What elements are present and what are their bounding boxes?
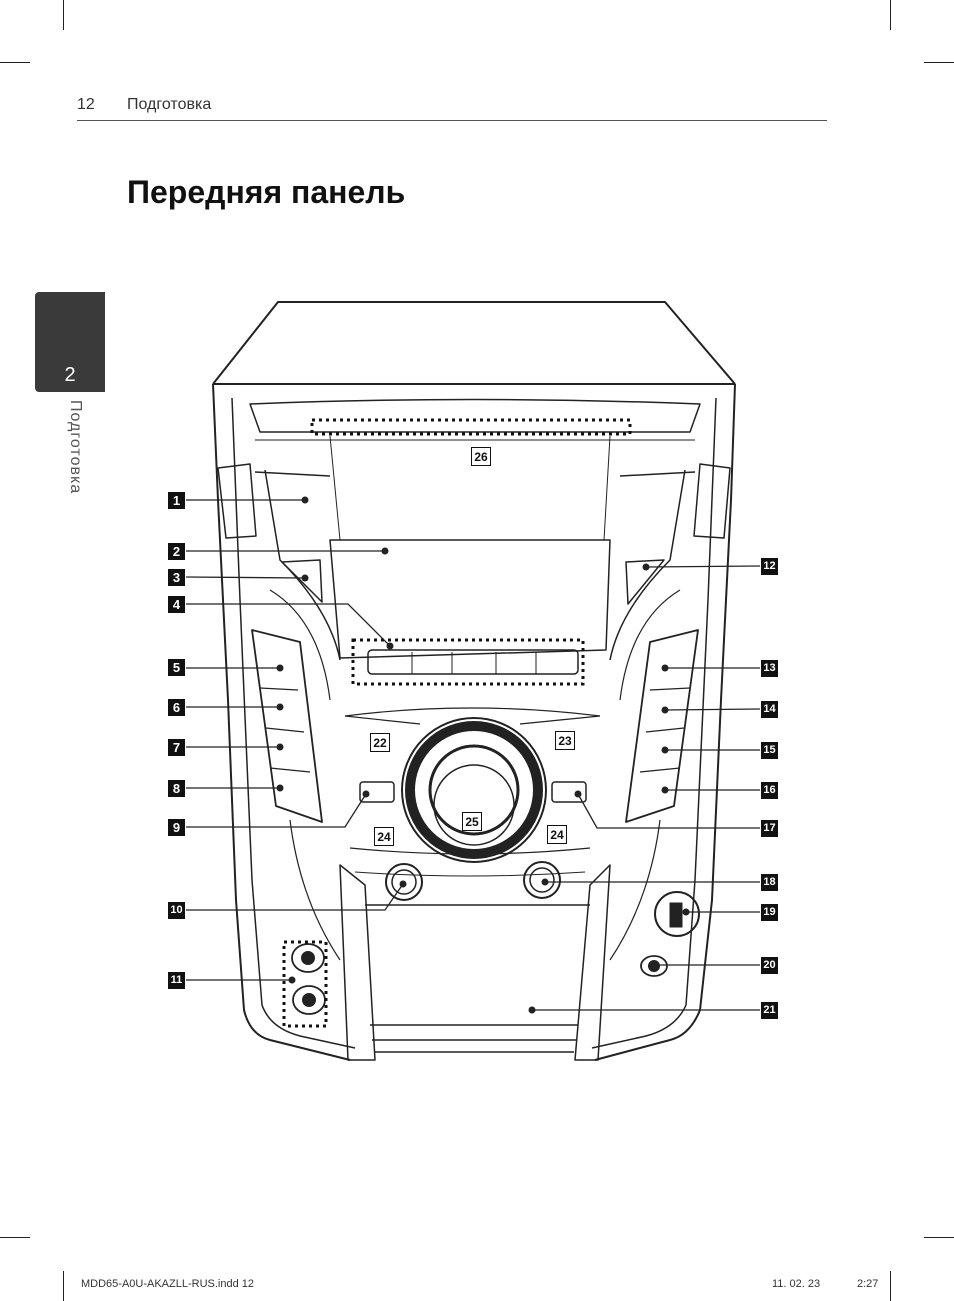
callout-3: 3 [168, 569, 185, 586]
page-number: 12 [77, 96, 95, 113]
callout-7: 7 [168, 739, 185, 756]
callout-18: 18 [761, 874, 778, 891]
crop-mark [0, 62, 30, 63]
callout-13: 13 [761, 660, 778, 677]
crop-mark [63, 0, 64, 30]
callout-22: 22 [370, 733, 390, 752]
footer-date: 11. 02. 23 [772, 1278, 821, 1290]
callout-17: 17 [761, 820, 778, 837]
crop-mark [890, 0, 891, 30]
footer-time: 2:27 [857, 1278, 879, 1290]
callout-1: 1 [168, 492, 185, 509]
page-header: 12 Подготовка [77, 94, 827, 121]
callout-23: 23 [555, 731, 575, 750]
callout-24-right: 24 [547, 825, 567, 844]
callout-8: 8 [168, 780, 185, 797]
callout-16: 16 [761, 782, 778, 799]
callout-12: 12 [761, 558, 778, 575]
chapter-label: Подготовка [67, 400, 84, 495]
crop-mark [924, 1237, 954, 1238]
footer-filename: MDD65-A0U-AKAZLL-RUS.indd 12 [81, 1278, 255, 1290]
callout-19: 19 [761, 904, 778, 921]
callout-20: 20 [761, 957, 778, 974]
callout-15: 15 [761, 742, 778, 759]
callout-5: 5 [168, 659, 185, 676]
callout-14: 14 [761, 701, 778, 718]
callout-25: 25 [462, 812, 482, 831]
callout-6: 6 [168, 699, 185, 716]
callout-10: 10 [168, 902, 185, 919]
chapter-tab: 2 [35, 292, 105, 392]
section-title: Подготовка [127, 96, 212, 113]
page-title: Передняя панель [127, 174, 406, 210]
crop-mark [63, 1271, 64, 1301]
crop-mark [924, 62, 954, 63]
crop-mark [890, 1271, 891, 1301]
callout-2: 2 [168, 543, 185, 560]
callout-21: 21 [761, 1002, 778, 1019]
crop-mark [0, 1237, 30, 1238]
callout-24-left: 24 [374, 827, 394, 846]
chapter-number: 2 [64, 364, 76, 386]
callout-9: 9 [168, 819, 185, 836]
callout-26: 26 [471, 447, 491, 466]
callout-11: 11 [168, 972, 185, 989]
callout-4: 4 [168, 596, 185, 613]
